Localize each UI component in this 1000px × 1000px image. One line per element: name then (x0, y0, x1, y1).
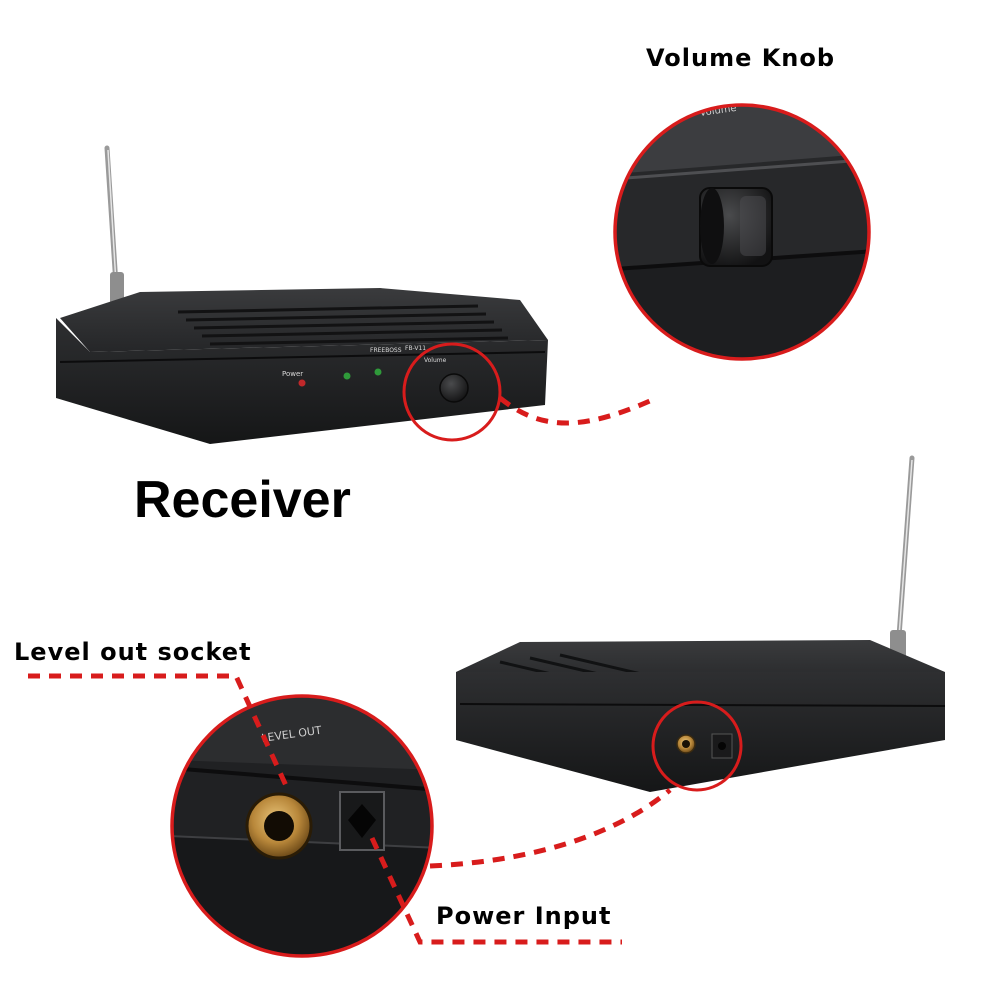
panel-power-text: Power (282, 370, 303, 378)
power-input-callout-line (369, 836, 622, 945)
panel-model-text: FB-V11 (405, 345, 426, 352)
volume-knob-zoom: Volume (613, 103, 871, 361)
knob-callout-circle (402, 342, 502, 442)
level-out-socket-label: Level out socket (14, 638, 252, 666)
receiver-top-surface (60, 288, 548, 352)
rf-led (374, 368, 382, 376)
knob-callout-connector (498, 396, 654, 426)
rear-callout-connector (429, 788, 672, 869)
vent-ribs (177, 304, 509, 346)
receiver-front-view: FREEBOSS FB-V11 Power Volume (56, 145, 548, 444)
level-out-callout-line (28, 673, 291, 792)
af-led (343, 372, 351, 380)
volume-knob-label: Volume Knob (646, 44, 836, 72)
power-led (298, 379, 306, 387)
rear-callout-circle (651, 700, 743, 792)
receiver-rear-view (456, 455, 946, 792)
receiver-title: Receiver (134, 471, 351, 529)
power-input-label: Power Input (436, 902, 612, 930)
rear-sockets-zoom: LEVEL OUT (170, 694, 434, 958)
panel-volume-text: Volume (424, 357, 447, 364)
panel-brand-text: FREEBOSS (370, 347, 402, 354)
volume-knob (439, 373, 469, 403)
